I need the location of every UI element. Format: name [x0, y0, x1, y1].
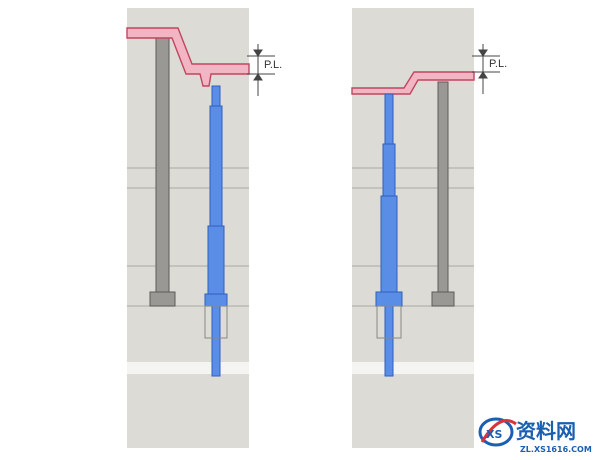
- svg-text:XS: XS: [486, 428, 502, 441]
- right-plate-gap: [352, 362, 474, 374]
- left-mold-body: [127, 8, 249, 448]
- right-ejector-pin: [375, 93, 403, 377]
- left-plate-gap: [127, 362, 249, 374]
- left-ejector-pin: [204, 85, 228, 377]
- right-parting-line-marker: [472, 44, 500, 94]
- watermark-domain: ZL.XS1616.COM: [520, 445, 592, 454]
- left-molded-part: [126, 27, 250, 87]
- right-molded-part: [351, 71, 475, 95]
- left-plate-lines: [127, 167, 249, 373]
- right-return-pin: [431, 81, 455, 307]
- watermark: XS 资料网 ZL.XS1616.COM: [478, 417, 592, 454]
- right-parting-line-label: P.L.: [489, 58, 507, 70]
- xs-swirl-logo-icon: XS: [478, 417, 517, 447]
- left-return-pin: [149, 29, 176, 307]
- right-panel: P.L.: [351, 8, 507, 448]
- watermark-brand: 资料网: [516, 419, 576, 443]
- left-panel: P.L.: [126, 8, 282, 448]
- left-parting-line-marker: [247, 44, 275, 96]
- left-parting-line-label: P.L.: [264, 59, 282, 71]
